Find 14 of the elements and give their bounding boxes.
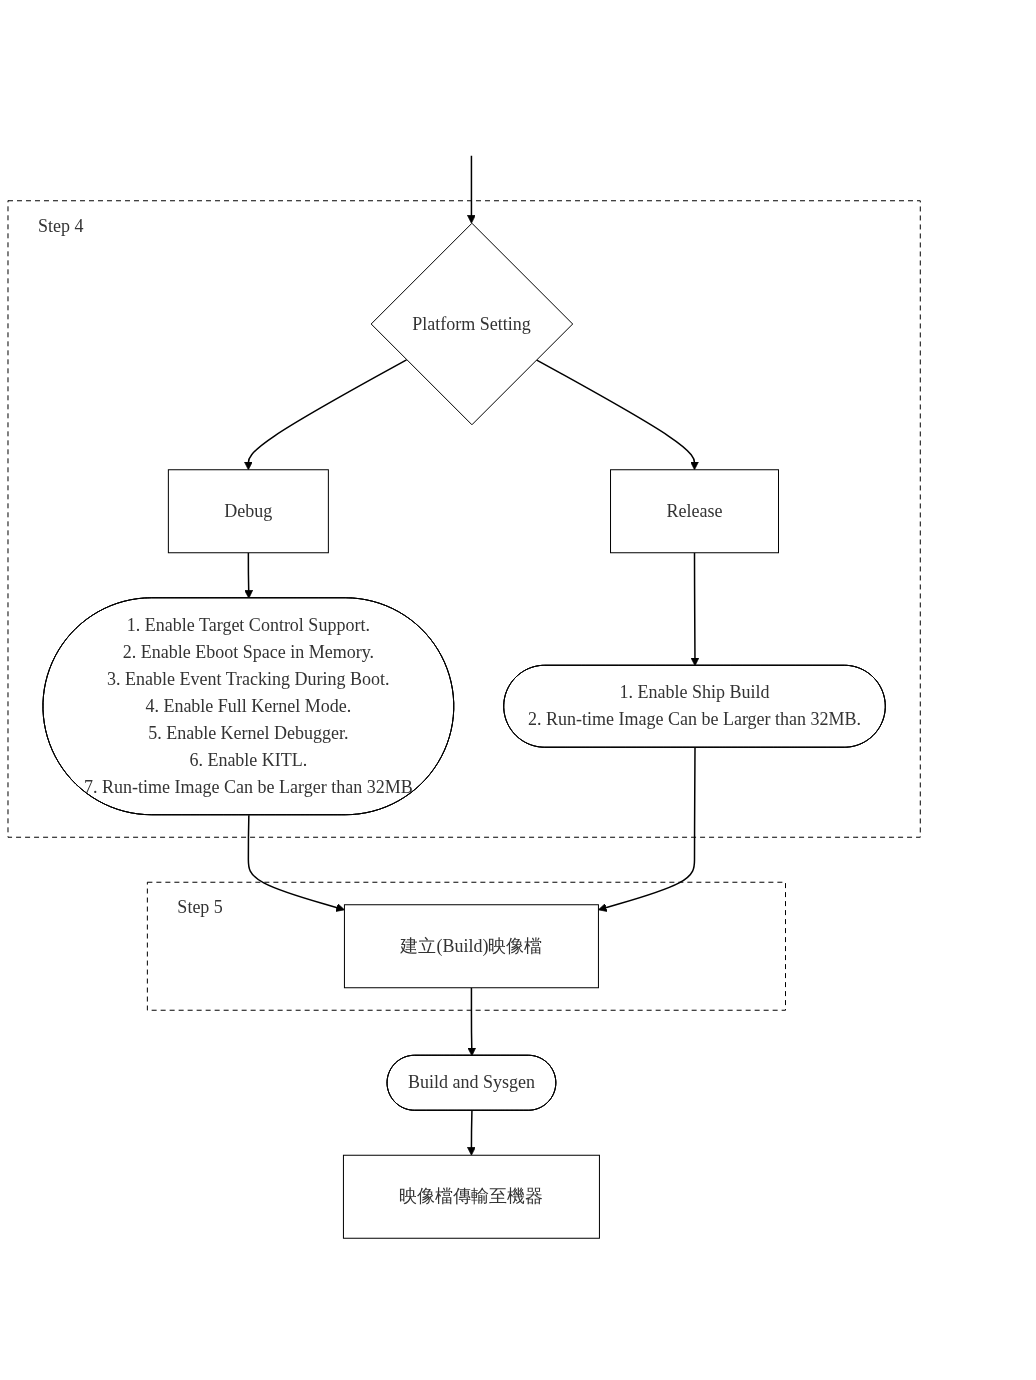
arrow bbox=[467, 155, 476, 224]
arrow bbox=[535, 359, 699, 471]
arrow bbox=[690, 552, 700, 667]
arrow bbox=[598, 747, 696, 912]
node-box: 建立(Build)映像檔 bbox=[343, 904, 599, 989]
node-box: Debug bbox=[167, 469, 329, 554]
node-box: Release bbox=[610, 469, 779, 554]
arrow bbox=[467, 987, 477, 1057]
node-diamond: Platform Setting bbox=[370, 222, 574, 426]
arrow bbox=[247, 814, 345, 912]
arrow bbox=[467, 1110, 476, 1156]
node-box: 映像檔傳輸至機器 bbox=[342, 1154, 600, 1239]
arrow bbox=[244, 552, 254, 599]
arrow bbox=[243, 359, 408, 471]
